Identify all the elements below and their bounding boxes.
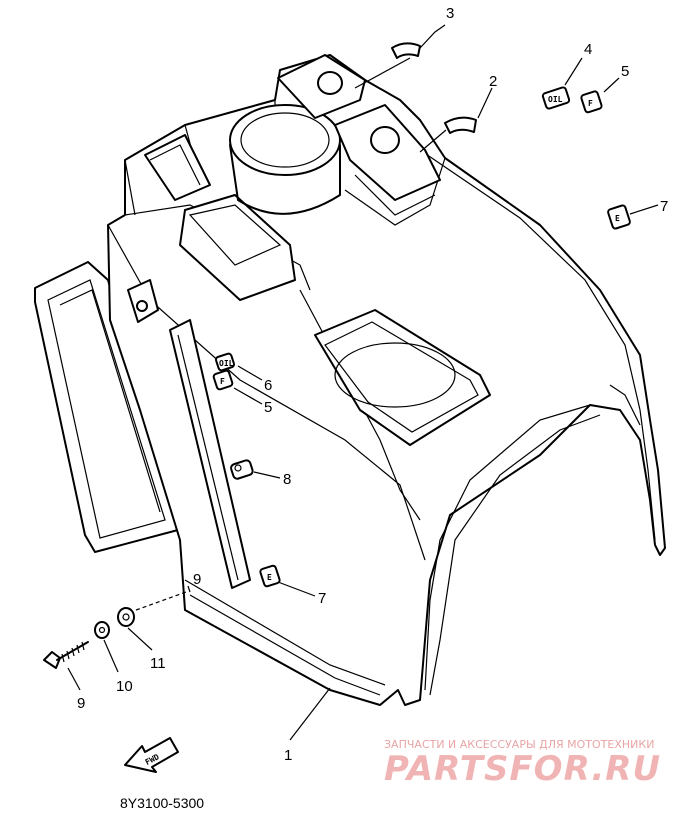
callout-10: 10 [116, 678, 133, 695]
decal-oil-loose-text: OIL [548, 95, 563, 104]
left-pod [144, 134, 296, 301]
callout-7-top: 7 [660, 198, 668, 215]
flat-washer [117, 607, 135, 627]
part-grommet-3 [391, 42, 421, 59]
callout-9-lower: 9 [77, 695, 85, 712]
decal-oil-text: OIL [219, 359, 234, 368]
bolt [43, 641, 89, 669]
decal-e-loose: E [607, 204, 631, 230]
diagram-code: 8Y3100-5300 [120, 795, 204, 811]
callout-2: 2 [489, 73, 497, 90]
mount-tab [127, 279, 159, 323]
tank-opening [314, 309, 491, 446]
decal-clip-body [230, 459, 254, 480]
callout-7-side: 7 [318, 590, 326, 607]
decal-oil-loose: OIL [541, 86, 571, 110]
watermark-subtitle: ЗАПЧАСТИ И АКСЕССУАРЫ ДЛЯ МОТОТЕХНИКИ [384, 738, 654, 751]
decal-e-loose-text: E [615, 214, 620, 223]
callout-4: 4 [584, 41, 592, 58]
callout-11: 11 [150, 655, 166, 672]
lock-washer [94, 621, 110, 639]
callout-3: 3 [446, 5, 454, 22]
callout-1: 1 [284, 747, 292, 764]
leader-lines [67, 24, 659, 741]
switch-housing [277, 54, 441, 216]
decal-oil-body: OIL [215, 352, 235, 372]
side-slot [169, 319, 251, 589]
decal-f-loose: F [580, 90, 603, 114]
watermark-logo: PARTSFOR.RU [384, 749, 661, 789]
decal-e-text: E [267, 573, 272, 582]
gauge-ring [229, 104, 341, 215]
callout-5-top: 5 [621, 63, 629, 80]
decal-f-text: F [220, 377, 225, 386]
callout-5-side: 5 [264, 399, 272, 416]
part-grommet-2 [444, 116, 477, 134]
decal-f-body: F [212, 369, 234, 391]
decal-f-loose-text: F [588, 99, 593, 108]
callout-8: 8 [283, 471, 291, 488]
callout-6: 6 [264, 377, 272, 394]
decal-e-body: E [259, 564, 281, 588]
callout-9-upper: 9 [193, 571, 201, 588]
side-panel [34, 261, 179, 553]
fwd-arrow-icon: FWD [124, 737, 179, 773]
